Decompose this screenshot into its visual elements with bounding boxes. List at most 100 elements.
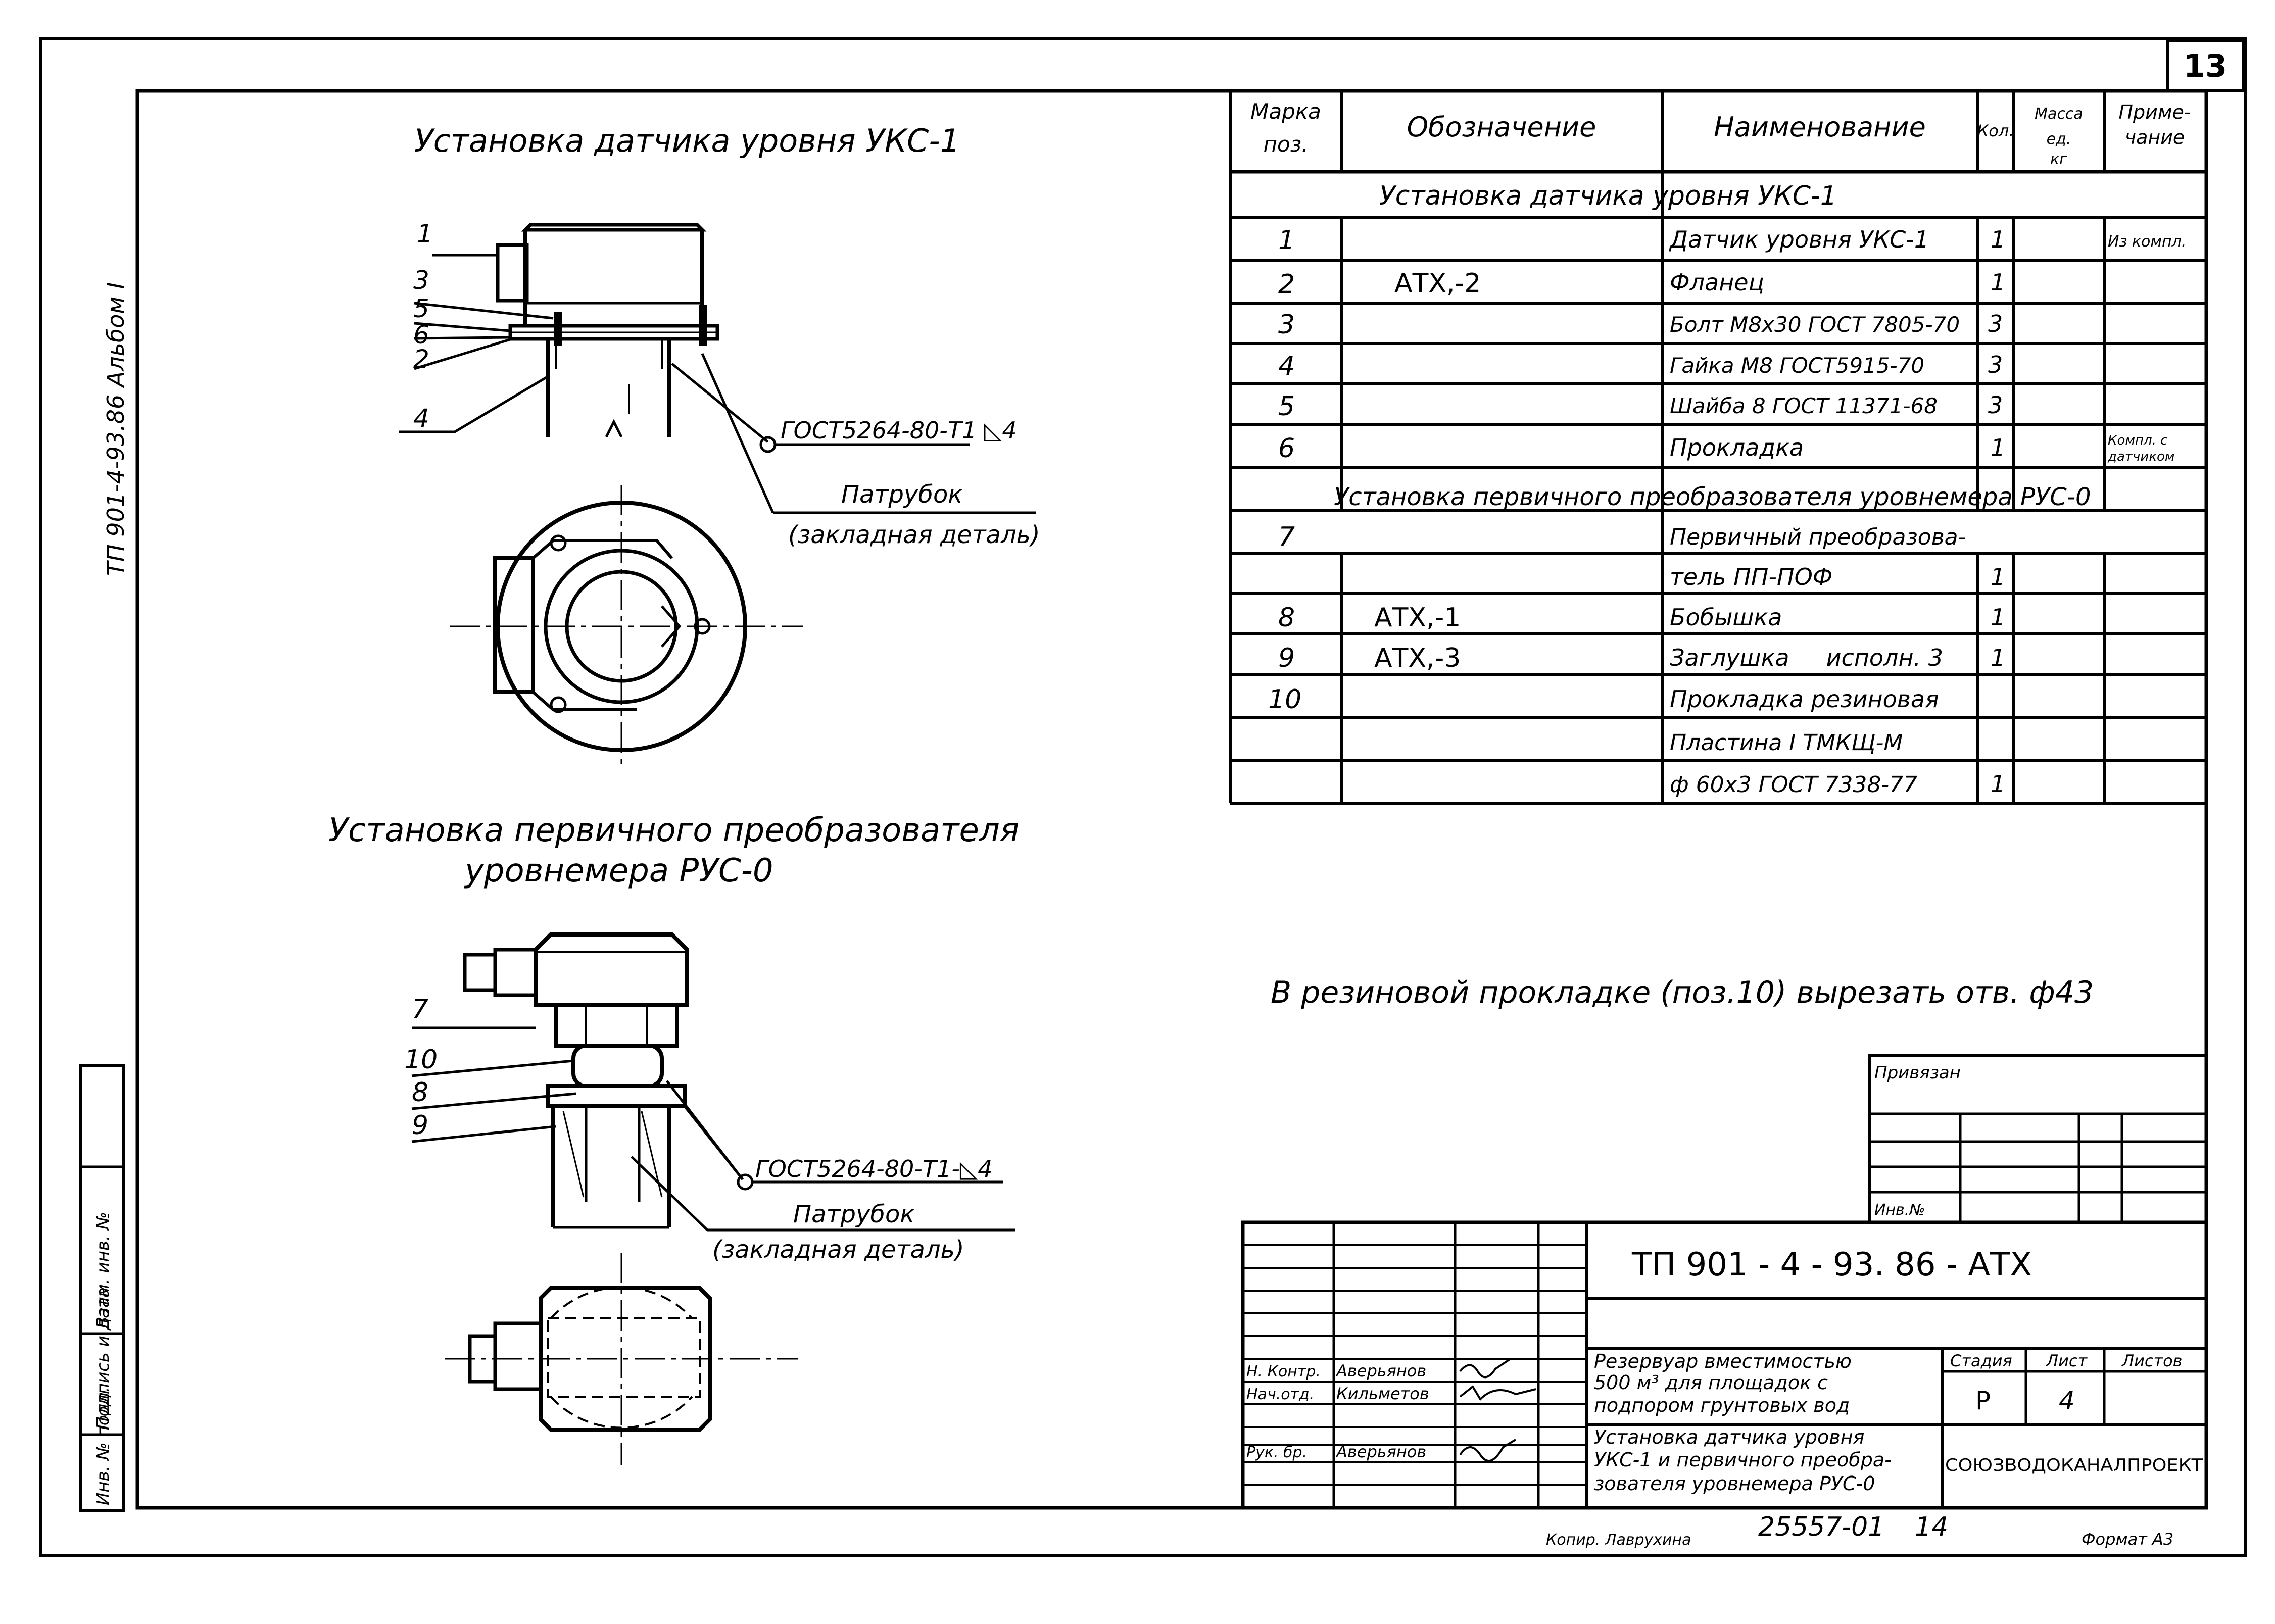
- stamp-replace-label: Взам. инв. №: [93, 1212, 113, 1328]
- hdr-note: Приме-: [2118, 101, 2191, 123]
- row2-name: Фланец: [1670, 269, 1764, 296]
- signature-1: [1459, 1358, 1512, 1379]
- weld-note-1: ГОСТ5264-80-Т1 ◺4: [781, 417, 1017, 444]
- role-1-name: Аверьянов: [1335, 1361, 1426, 1381]
- object-line-2: 500 м³ для площадок с: [1594, 1371, 1828, 1394]
- row4-name: Гайка М8 ГОСТ5915-70: [1670, 353, 1924, 378]
- role-2: Нач.отд.: [1246, 1386, 1314, 1403]
- binding-box: Привязан Инв.№: [1868, 1054, 2208, 1224]
- footer-page: 14: [1915, 1512, 1948, 1542]
- row10-pos: 10: [1268, 684, 1301, 715]
- row7-name: Первичный преобразова-: [1670, 524, 1966, 550]
- drawing2-title-line1: Установка первичного преобразователя: [328, 812, 1019, 849]
- row5-qty: 3: [1988, 391, 2003, 419]
- row10c-name: ф 60х3 ГОСТ 7338-77: [1670, 772, 1917, 798]
- row3-qty: 3: [1988, 310, 2003, 337]
- callout-2: 2: [413, 345, 429, 374]
- row9-name: Заглушка исполн. 3: [1670, 644, 1943, 671]
- hdr-name: Наименование: [1714, 111, 1926, 143]
- sheet-title-3: зователя уровнемера РУС-0: [1594, 1472, 1875, 1495]
- signature-3: [1459, 1439, 1517, 1462]
- spec-table: Марка поз. Обозначение Наименование Кол.…: [1229, 91, 2206, 805]
- row2-des: АТХ,-2: [1394, 268, 1481, 299]
- row9-qty: 1: [1991, 644, 2005, 671]
- pipe-label-2: Патрубок: [793, 1200, 914, 1228]
- stage-header: Стадия: [1950, 1351, 2012, 1370]
- drawing2-title-line2: уровнемера РУС-0: [464, 852, 773, 890]
- row10-name: Прокладка резиновая: [1670, 685, 1939, 713]
- sensor-connector: [496, 243, 529, 303]
- role-3: Рук. бр.: [1246, 1444, 1307, 1461]
- left-stamp: Инв. № подл. Подпись и дата Взам. инв. №: [79, 1064, 125, 1512]
- row1-note: Из компл.: [2108, 233, 2186, 251]
- role-3-name: Аверьянов: [1335, 1442, 1426, 1461]
- row1-qty: 1: [1991, 226, 2005, 253]
- hdr-pos: Марка: [1250, 99, 1321, 124]
- stage-value: Р: [1975, 1386, 1991, 1415]
- outer-border: [39, 37, 2247, 1557]
- hdr-qty: Кол.: [1977, 121, 2014, 140]
- row1-name: Датчик уровня УКС-1: [1669, 226, 1929, 253]
- sheet-title-1: Установка датчика уровня: [1594, 1426, 1864, 1448]
- row9-des: АТХ,-3: [1374, 643, 1461, 673]
- row3-name: Болт М8х30 ГОСТ 7805-70: [1670, 312, 1960, 337]
- hdr-mass: Масса: [2035, 105, 2083, 123]
- sheet-title-2: УКС-1 и первичного преобра-: [1594, 1449, 1892, 1471]
- sheets-header: Листов: [2121, 1351, 2183, 1370]
- drawing-rus0: Установка первичного преобразователя уро…: [328, 812, 1019, 1465]
- stamp-sign-label: Подпись и дата: [93, 1287, 113, 1430]
- drawing1-title: Установка датчика уровня УКС-1: [414, 122, 960, 159]
- row6-note-2: датчиком: [2107, 449, 2175, 464]
- drawing-frame: [135, 89, 2208, 1510]
- row7b-qty: 1: [1991, 563, 2005, 590]
- role-1: Н. Контр.: [1246, 1363, 1321, 1381]
- pipe-sublabel-1: (закладная деталь): [788, 521, 1040, 549]
- hdr-designation: Обозначение: [1407, 111, 1596, 143]
- callout-8: 8: [412, 1077, 428, 1108]
- stamp-inv-label: Инв. № подл.: [93, 1387, 113, 1505]
- sheet-value: 4: [2059, 1386, 2075, 1415]
- section-1: Установка датчика уровня УКС-1: [1379, 181, 1837, 211]
- row6-qty: 1: [1991, 434, 2005, 461]
- callout-5: 5: [413, 294, 429, 323]
- object-line-3: подпором грунтовых вод: [1594, 1394, 1850, 1416]
- callout-7: 7: [412, 994, 428, 1024]
- title-block: Н. Контр. Аверьянов Нач.отд. Кильметов Р…: [1241, 1220, 2208, 1510]
- hdr-mass-3: кг: [2050, 151, 2067, 168]
- row7b-name: тель ПП-ПОФ: [1670, 563, 1832, 590]
- pipe-label-1: Патрубок: [841, 480, 962, 509]
- transducer-head: [534, 932, 689, 1007]
- callout-9: 9: [412, 1110, 428, 1141]
- callout-6: 6: [413, 320, 429, 350]
- row8-des: АТХ,-1: [1374, 603, 1461, 633]
- organization: СОЮЗВОДОКАНАЛПРОЕКТ: [1945, 1455, 2203, 1475]
- corner-number-box: [2166, 39, 2245, 92]
- row3-pos: 3: [1278, 310, 1295, 340]
- callout-4: 4: [413, 404, 429, 433]
- row8-name: Бобышка: [1670, 604, 1782, 631]
- section-2: Установка первичного преобразователя уро…: [1334, 483, 2091, 511]
- weld-note-2: ГОСТ5264-80-Т1-◺4: [755, 1155, 992, 1183]
- object-line-1: Резервуар вместимостью: [1594, 1350, 1852, 1372]
- row2-qty: 1: [1991, 269, 2005, 296]
- hdr-pos-2: поз.: [1264, 132, 1309, 157]
- cut-note: В резиновой прокладке (поз.10) вырезать …: [1271, 975, 2094, 1010]
- row6-name: Прокладка: [1670, 434, 1804, 461]
- row6-note: Компл. с: [2108, 433, 2167, 448]
- binding-inv: Инв.№: [1874, 1201, 1925, 1219]
- row6-pos: 6: [1278, 433, 1295, 464]
- drawing-ukc1: Установка датчика уровня УКС-1 1 3 5 6 2…: [399, 122, 1040, 768]
- row10c-qty: 1: [1991, 770, 2005, 798]
- callout-10: 10: [404, 1045, 438, 1075]
- row5-pos: 5: [1278, 391, 1295, 422]
- role-2-name: Кильметов: [1336, 1384, 1429, 1403]
- row1-pos: 1: [1278, 225, 1295, 256]
- left-margin-text: ТП 901-4-93.86 Альбом I: [102, 282, 129, 576]
- row5-name: Шайба 8 ГОСТ 11371-68: [1670, 393, 1938, 418]
- corner-number: 13: [2184, 47, 2227, 84]
- callout-1: 1: [417, 219, 433, 249]
- sensor-body: [521, 223, 707, 232]
- signature-2: [1459, 1385, 1536, 1401]
- row4-pos: 4: [1278, 351, 1295, 381]
